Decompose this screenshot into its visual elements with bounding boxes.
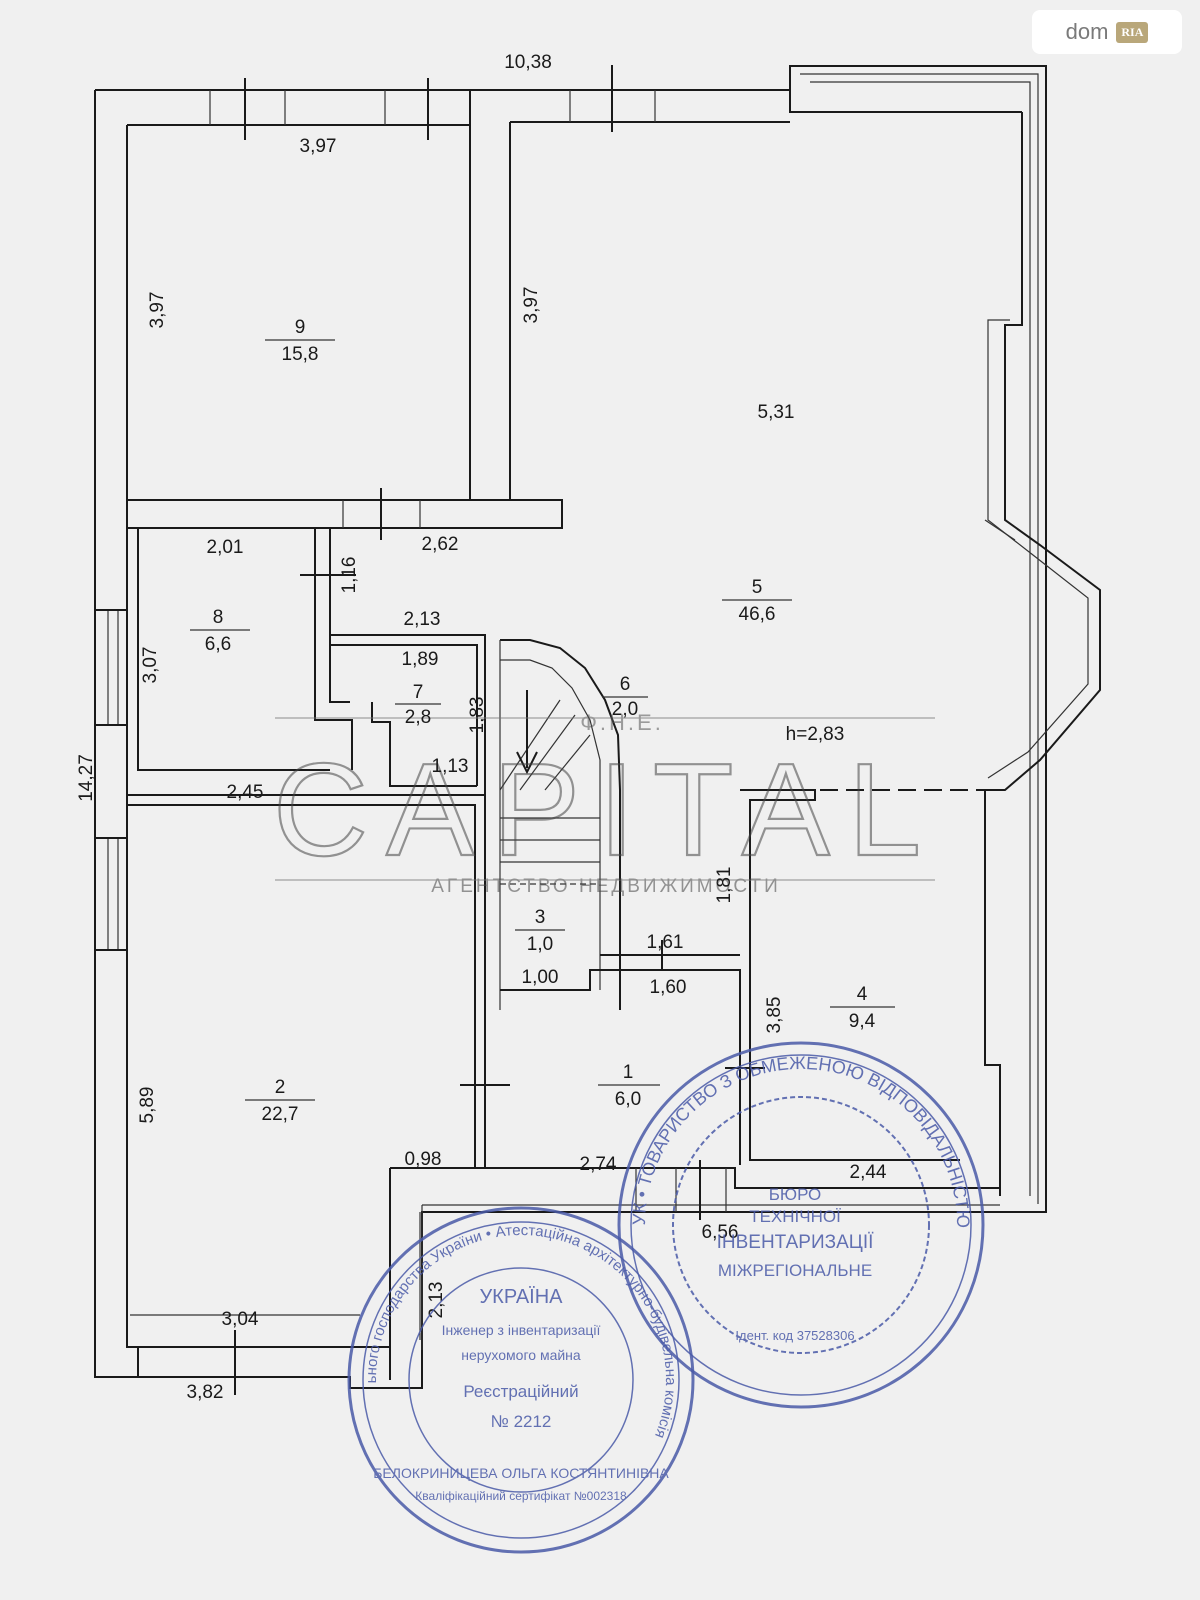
room-number: 4	[857, 984, 868, 1005]
room-area: 6,0	[615, 1089, 641, 1110]
room-1: 1 6,0	[598, 1062, 660, 1110]
engineer-stamp-country: УКРАЇНА	[479, 1286, 563, 1308]
room-4: 4 9,4	[830, 984, 895, 1032]
room-number: 6	[620, 674, 631, 695]
dimension-labels: 10,38 14,27 3,97 3,97 3,97 5,31 2,01 3,0…	[76, 52, 887, 1403]
room-area: 22,7	[262, 1104, 299, 1125]
room-area: 6,6	[205, 634, 231, 655]
room-3: 3 1,0	[515, 907, 565, 955]
dim-top-total: 10,38	[504, 52, 552, 73]
room-8: 8 6,6	[190, 607, 250, 655]
dim-room7-inner: 1,89	[402, 649, 439, 670]
bureau-stamp-line1: БЮРО	[769, 1185, 822, 1204]
engineer-stamp-line1: Інженер з інвентаризації	[442, 1322, 601, 1338]
bureau-stamp: УКРАЇНА • ПОЛТАВСЬКА ОБЛАСТЬ МІСТО КРЕМЕ…	[0, 0, 985, 1409]
room-number: 2	[275, 1077, 286, 1098]
watermark-small-text: Ф.Н.Е.	[580, 710, 664, 735]
watermark-brand-text: CAPITAL	[273, 736, 939, 883]
ria-logo-mark: RIA	[1116, 21, 1149, 43]
dim-room8-left: 3,07	[140, 647, 161, 684]
dim-porch-side: 2,13	[426, 1282, 447, 1319]
dim-room4-left: 3,85	[764, 997, 785, 1034]
dim-room1-top: 1,61	[647, 932, 684, 953]
room-area: 2,0	[612, 699, 638, 720]
dom-ria-logo: dom RIA	[1032, 10, 1182, 54]
room-area: 46,6	[739, 604, 776, 625]
dim-room8-top: 2,01	[207, 537, 244, 558]
bureau-stamp-line3: ІНВЕНТАРИЗАЦІЇ	[717, 1232, 875, 1253]
bureau-stamp-line2: ТЕХНІЧНОЇ	[749, 1207, 841, 1226]
room-area: 2,8	[405, 707, 431, 728]
room-6: 6 2,0	[602, 674, 648, 720]
room-number: 8	[213, 607, 224, 628]
dim-room9-top: 3,97	[300, 136, 337, 157]
room-area: 1,0	[527, 934, 553, 955]
room-number: 7	[413, 682, 424, 703]
dim-room7-side: 1,83	[467, 697, 488, 734]
room-number: 3	[535, 907, 546, 928]
dim-room1-bottom: 2,74	[580, 1154, 617, 1175]
capital-watermark: Ф.Н.Е. CAPITAL АГЕНТСТВО НЕДВИЖИМОСТИ	[272, 710, 939, 897]
bureau-stamp-line4: МІЖРЕГІОНАЛЬНЕ	[718, 1261, 872, 1280]
room-number: 5	[752, 577, 763, 598]
dim-bottom-left: 3,82	[187, 1382, 224, 1403]
room-9: 9 15,8	[265, 317, 335, 365]
room-number: 9	[295, 317, 306, 338]
dim-room9-left: 3,97	[147, 292, 168, 329]
dim-corridor-top: 2,62	[422, 534, 459, 555]
room-labels: 9 15,8 8 6,6 7 2,8 6 2,0 5 46,6 3 1,0	[190, 317, 895, 1125]
engineer-stamp-line2: нерухомого майна	[461, 1347, 581, 1363]
engineer-stamp-line4: № 2212	[491, 1412, 552, 1431]
walls	[94, 65, 1101, 1395]
watermark-tagline-text: АГЕНТСТВО НЕДВИЖИМОСТИ	[431, 876, 781, 897]
dim-room7-bottom: 1,13	[432, 756, 469, 777]
room-5: 5 46,6	[722, 577, 792, 625]
room-number: 1	[623, 1062, 634, 1083]
room-2: 2 22,7	[245, 1077, 315, 1125]
room-area: 15,8	[282, 344, 319, 365]
dim-ceiling-height: h=2,83	[786, 724, 845, 745]
dim-step-width: 0,98	[405, 1149, 442, 1170]
dim-room2-left: 5,89	[137, 1087, 158, 1124]
dim-room4-side: 1,81	[714, 867, 735, 904]
dim-bottom-total: 6,56	[702, 1222, 739, 1243]
dim-room4-bottom: 2,44	[850, 1162, 887, 1183]
engineer-stamp-cert: Кваліфікаційний сертифікат №002318	[415, 1489, 627, 1503]
dim-room7-top: 2,13	[404, 609, 441, 630]
room-7: 7 2,8	[395, 682, 441, 728]
room-area: 9,4	[849, 1011, 876, 1032]
dim-room9-right: 3,97	[521, 287, 542, 324]
dom-logo-text: dom	[1065, 19, 1109, 44]
engineer-stamp-name: БЕЛОКРИНИЦЕВА ОЛЬГА КОСТЯНТИНІВНА	[373, 1465, 669, 1481]
dim-room3-bottom: 1,00	[522, 967, 559, 988]
engineer-stamp-line3: Реєстраційний	[463, 1382, 578, 1401]
bureau-stamp-code: Ідент. код 37528306	[735, 1328, 854, 1343]
dim-room2-bottom: 3,04	[222, 1309, 259, 1330]
dim-corridor-side: 1,16	[339, 557, 360, 594]
dim-room1-top2: 1,60	[650, 977, 687, 998]
dim-room5-width: 5,31	[758, 402, 795, 423]
dim-room8-bottom: 2,45	[227, 782, 264, 803]
dim-left-total: 14,27	[76, 754, 97, 802]
